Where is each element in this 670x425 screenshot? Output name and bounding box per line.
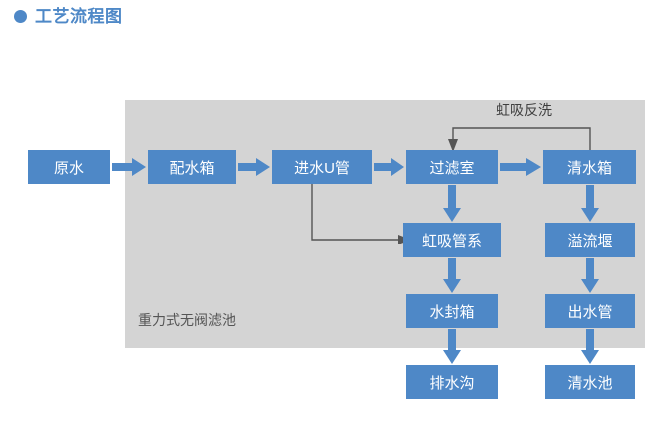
arrow-clear-tank-to-overflow-weir <box>581 185 599 222</box>
connector-clear-tank-backwash-to-filter-chamber <box>446 126 596 154</box>
node-overflow-weir[interactable]: 溢流堰 <box>545 223 635 257</box>
connector-inlet-u-pipe-to-siphon-pipes <box>310 182 412 244</box>
page-title: 工艺流程图 <box>14 8 123 25</box>
node-outlet-pipe[interactable]: 出水管 <box>545 294 635 328</box>
node-inlet-u-pipe[interactable]: 进水U管 <box>272 150 372 184</box>
node-raw-water[interactable]: 原水 <box>28 150 110 184</box>
node-distribution-tank[interactable]: 配水箱 <box>148 150 236 184</box>
bullet-dot-icon <box>14 10 27 23</box>
arrow-inlet-u-pipe-to-filter-chamber <box>374 158 404 176</box>
arrow-overflow-weir-to-outlet-pipe <box>581 258 599 293</box>
node-filter-chamber[interactable]: 过滤室 <box>406 150 498 184</box>
arrow-filter-chamber-to-siphon-pipes <box>443 185 461 222</box>
arrow-dist-tank-to-inlet-u-pipe <box>238 158 270 176</box>
gravity-valveless-filter-label: 重力式无阀滤池 <box>138 312 236 328</box>
arrow-raw-water-to-dist-tank <box>112 158 146 176</box>
node-clear-water-pool[interactable]: 清水池 <box>545 365 635 399</box>
node-clear-water-tank[interactable]: 清水箱 <box>543 150 636 184</box>
node-siphon-pipe-system[interactable]: 虹吸管系 <box>403 223 501 257</box>
arrow-filter-chamber-to-clear-tank <box>500 158 541 176</box>
arrow-water-seal-box-to-drainage-ditch <box>443 329 461 364</box>
arrow-siphon-pipes-to-water-seal-box <box>443 258 461 293</box>
edge-label-backwash: 虹吸反洗 <box>496 102 552 118</box>
arrow-outlet-pipe-to-clear-water-pool <box>581 329 599 364</box>
node-drainage-ditch[interactable]: 排水沟 <box>406 365 498 399</box>
page-title-text: 工艺流程图 <box>35 7 123 26</box>
node-water-seal-box[interactable]: 水封箱 <box>406 294 498 328</box>
